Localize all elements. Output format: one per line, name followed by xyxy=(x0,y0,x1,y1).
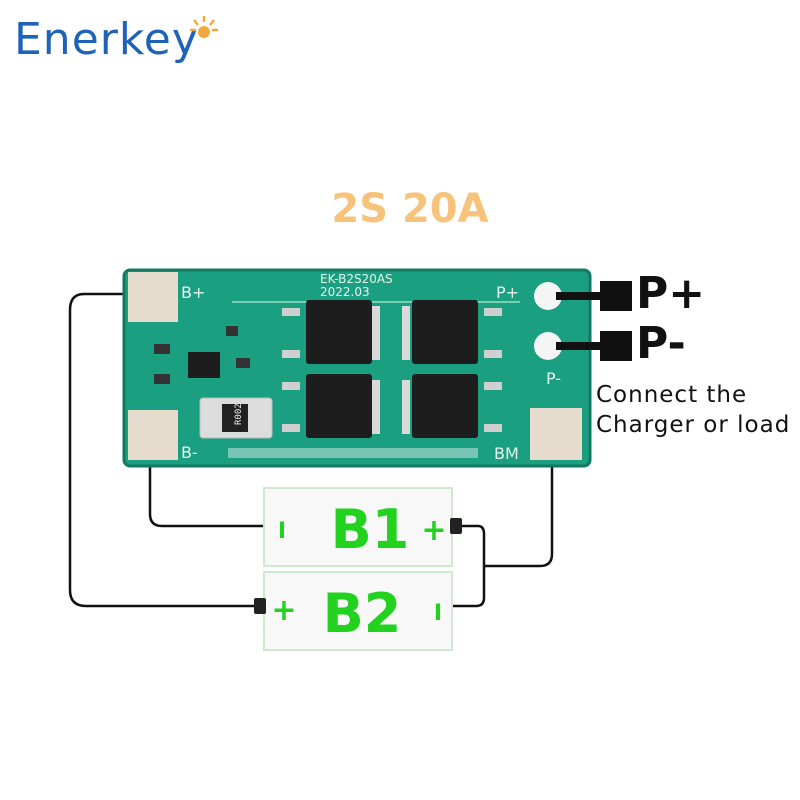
cell-b2-plus: + xyxy=(271,593,296,628)
silk-b-minus: B- xyxy=(181,443,198,462)
label-p-minus: P- xyxy=(636,318,686,369)
sun-icon xyxy=(190,16,218,38)
note-line-2: Charger or load xyxy=(596,412,791,438)
cell-b2-minus: I xyxy=(434,601,442,626)
pad-b-plus xyxy=(128,272,178,322)
terminal-p-minus xyxy=(534,332,562,360)
silk-bm: BM xyxy=(494,444,519,463)
board-model: EK-B2S20AS xyxy=(320,272,393,286)
pad-bm xyxy=(530,408,582,460)
silk-p-minus: P- xyxy=(546,369,561,388)
cell-b2-label: B2 xyxy=(323,582,402,645)
resistor-code: R002 xyxy=(234,403,244,425)
label-p-plus: P+ xyxy=(636,268,706,319)
pad-b-minus xyxy=(128,410,178,460)
mosfet-array xyxy=(306,300,478,438)
battery-b2: B2 + I xyxy=(254,571,453,651)
note-line-1: Connect the xyxy=(596,382,748,408)
board-date: 2022.03 xyxy=(320,285,370,299)
page-title: 2S 20A xyxy=(331,186,489,232)
terminal-leads xyxy=(556,281,632,361)
ic-chip xyxy=(188,352,220,378)
pcb-board: EK-B2S20AS 2022.03 B+ B- BM P+ P- R002 xyxy=(122,268,592,468)
wires xyxy=(68,292,554,608)
silk-b-plus: B+ xyxy=(181,283,205,302)
battery-b1: B1 I + xyxy=(263,487,462,567)
cell-b1-plus: + xyxy=(421,513,446,548)
silk-p-plus: P+ xyxy=(496,283,519,302)
cell-b1-label: B1 xyxy=(331,498,410,561)
terminal-p-plus xyxy=(534,282,562,310)
cell-b1-minus: I xyxy=(278,519,286,544)
enerkey-logo: Enerkey xyxy=(14,14,218,65)
logo-text: Enerkey xyxy=(14,14,199,65)
